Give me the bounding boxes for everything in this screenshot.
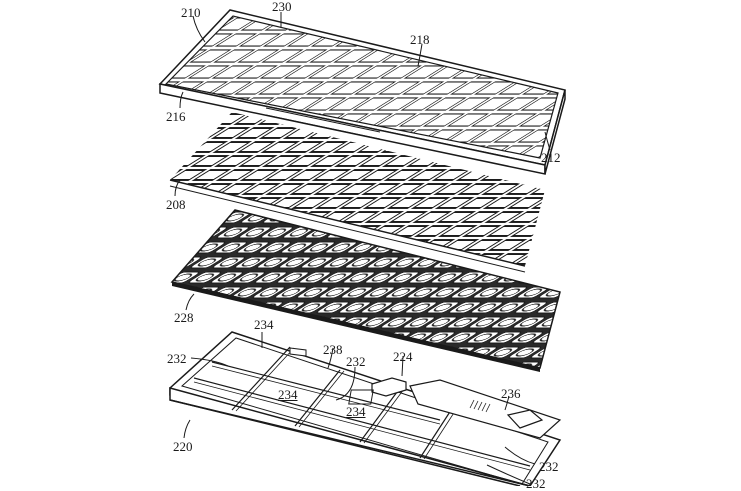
keyboard-frame <box>158 9 566 175</box>
ref-232-c: 232 <box>539 459 559 474</box>
ref-218: 218 <box>410 32 430 47</box>
base-housing <box>169 331 562 486</box>
ref-232-b: 232 <box>346 354 366 369</box>
ref-216: 216 <box>166 109 186 124</box>
keycap-layer <box>169 112 545 273</box>
ref-220-base: 220 <box>173 439 193 454</box>
ref-234-c: 234 <box>346 404 366 419</box>
ref-234-a: 234 <box>254 317 274 332</box>
ref-230: 230 <box>272 0 292 14</box>
ref-212: 212 <box>541 150 561 165</box>
ref-232-a: 232 <box>167 351 187 366</box>
ref-228-dome-layer: 228 <box>174 310 194 325</box>
ref-208-keycaps: 208 <box>166 197 186 212</box>
ref-224-connector: 224 <box>393 349 413 364</box>
dome-layer <box>170 209 561 372</box>
ref-232-d: 232 <box>526 476 546 491</box>
leader-lines <box>174 12 551 485</box>
ref-234-b: 234 <box>278 387 298 402</box>
ref-236-circuit-board: 236 <box>501 386 521 401</box>
ref-238: 238 <box>323 342 343 357</box>
ref-210-frame: 210 <box>181 5 201 20</box>
